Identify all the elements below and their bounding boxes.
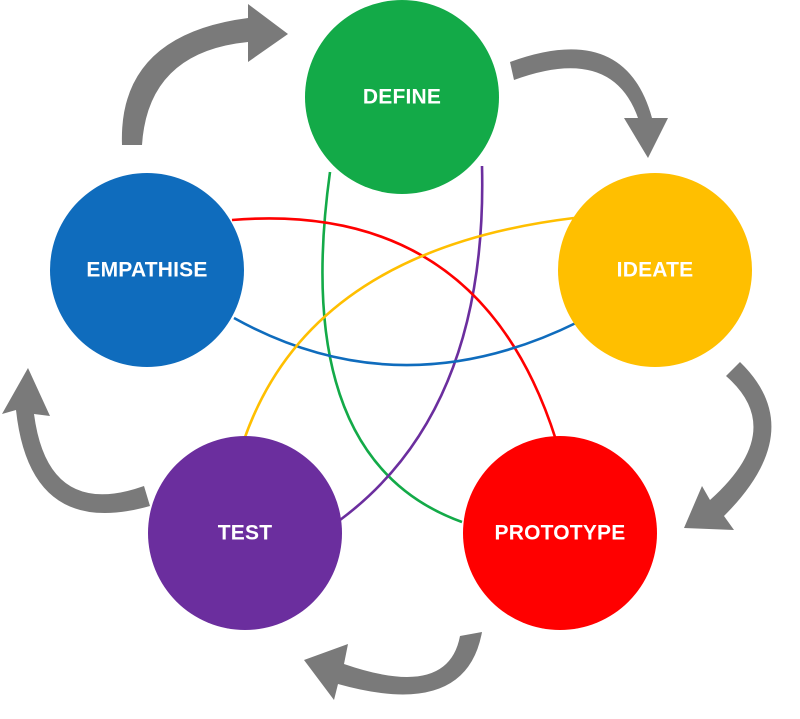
arrow-prototype-to-test (304, 632, 482, 700)
stage-empathise: EMPATHISE (50, 173, 244, 367)
arrow-empathise-to-define (121, 4, 288, 145)
stage-prototype: PROTOTYPE (463, 436, 657, 630)
arrow-ideate-to-prototype (684, 362, 772, 530)
stage-label-ideate: IDEATE (617, 259, 694, 282)
connector-define-prototype (321, 171, 463, 524)
stage-label-define: DEFINE (363, 86, 441, 109)
connector-ideate-test (242, 216, 575, 441)
stage-label-prototype: PROTOTYPE (495, 522, 626, 545)
stage-label-empathise: EMPATHISE (86, 259, 207, 282)
connector-empathise-prototype (231, 217, 558, 441)
arrow-define-to-ideate (510, 49, 668, 158)
stage-test: TEST (148, 436, 342, 630)
arrow-test-to-empathise (2, 368, 150, 514)
connector-define-test (339, 165, 484, 522)
stage-ideate: IDEATE (558, 173, 752, 367)
connector-empathise-ideate (233, 316, 579, 367)
stage-label-test: TEST (218, 522, 272, 545)
stage-define: DEFINE (305, 0, 499, 194)
